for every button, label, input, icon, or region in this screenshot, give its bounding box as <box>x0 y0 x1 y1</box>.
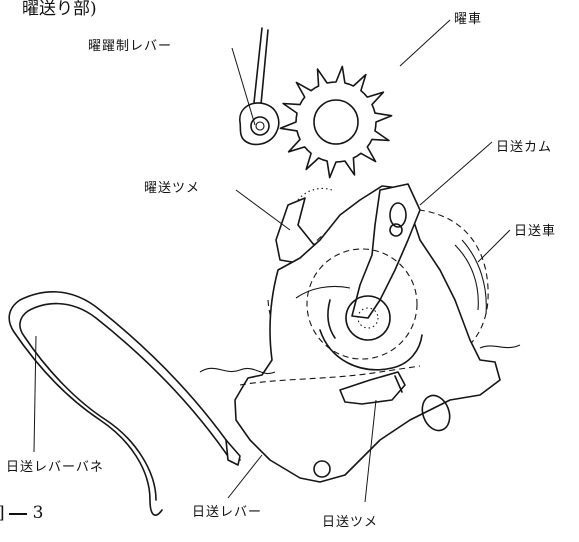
leader-lines <box>33 19 511 503</box>
cam-slot-upper <box>389 202 407 228</box>
frame-edge-right <box>479 344 521 349</box>
label-date-lever-spring: 日送レバーバネ <box>6 460 104 475</box>
week-jumper-pivot <box>250 116 270 136</box>
date-feed-lever <box>234 185 501 483</box>
lever-slot <box>421 394 451 432</box>
figure-caption-top: 曜送り部) <box>22 0 97 19</box>
label-week-feed-finger: 曜送ツメ <box>144 181 201 196</box>
week-star-wheel <box>279 65 393 179</box>
figure-number: 3 <box>32 503 44 523</box>
week-jumper-lever <box>239 27 280 146</box>
label-week-wheel: 曜車 <box>454 12 483 27</box>
date-feed-finger <box>339 371 406 405</box>
week-wheel-hub <box>313 99 359 145</box>
frame-edge-left <box>199 367 276 374</box>
date-feed-cam <box>306 183 423 371</box>
cam-hub <box>345 295 391 341</box>
lever-pivot-hole <box>313 460 331 478</box>
label-date-feed-lever: 日送レバー <box>192 505 263 520</box>
label-date-feed-cam: 日送カム <box>496 140 553 155</box>
label-date-wheel: 日送車 <box>514 224 557 239</box>
label-date-feed-finger: 日送ツメ <box>322 515 379 530</box>
label-week-jumper-lever: 曜躍制レバー <box>88 39 173 54</box>
figure-caption-bottom: ]3 <box>0 503 43 523</box>
date-lever-spring <box>8 291 241 516</box>
